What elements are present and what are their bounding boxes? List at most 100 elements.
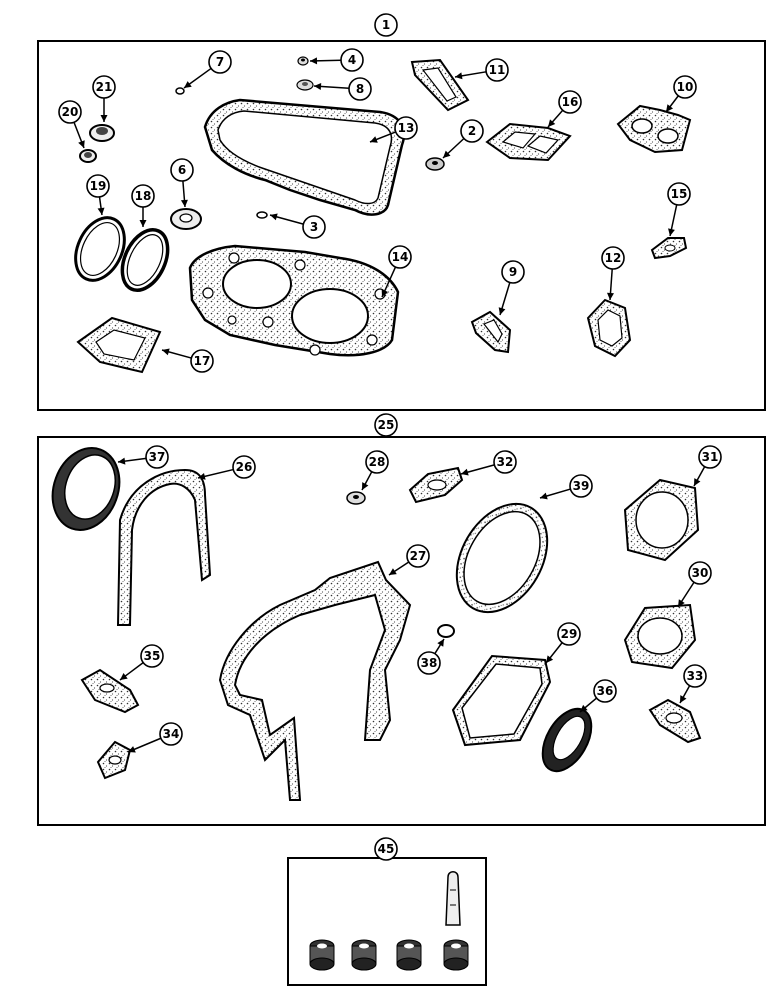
callout-circle xyxy=(698,445,722,469)
callout-36: 36 xyxy=(579,679,617,713)
arrow-head xyxy=(666,104,674,112)
callout-number: 29 xyxy=(561,627,578,641)
callout-circle xyxy=(493,450,517,474)
arrow-head xyxy=(184,81,192,88)
part-11-drawing xyxy=(410,58,470,112)
part-39-drawing xyxy=(455,502,549,614)
callout-circle xyxy=(417,651,441,675)
callout-32: 32 xyxy=(460,450,517,476)
arrow-head xyxy=(139,220,147,227)
arrow-head xyxy=(314,82,322,90)
part-34-drawing xyxy=(96,740,132,780)
callout-number: 32 xyxy=(497,455,514,469)
callout-circle xyxy=(673,75,697,99)
arrow-head xyxy=(694,478,701,486)
part-19-drawing xyxy=(74,216,126,282)
callout-number: 7 xyxy=(216,55,224,69)
callout-13: 13 xyxy=(369,116,418,143)
callout-37: 37 xyxy=(117,445,169,469)
part-2-drawing xyxy=(425,157,445,171)
callout-28: 28 xyxy=(361,450,389,491)
callout-19: 19 xyxy=(86,174,110,216)
callout-circle xyxy=(501,260,525,284)
callout-26: 26 xyxy=(197,455,256,480)
callout-number: 36 xyxy=(597,684,614,698)
arrow-head xyxy=(180,199,188,207)
callout-circle xyxy=(485,58,509,82)
part-35-drawing xyxy=(80,668,140,714)
callout-number: 1 xyxy=(382,18,390,32)
callout-number: 31 xyxy=(702,450,719,464)
part-4-drawing xyxy=(297,56,309,66)
part-16-drawing xyxy=(485,122,572,162)
part-17-drawing xyxy=(76,316,162,374)
arrow-head xyxy=(370,136,378,143)
arrow-head xyxy=(120,673,128,680)
callout-1: 1 xyxy=(374,13,398,37)
callout-circle xyxy=(365,450,389,474)
part-28-drawing xyxy=(346,491,366,505)
callout-circle xyxy=(460,119,484,143)
callout-circle xyxy=(569,474,593,498)
callout-circle xyxy=(374,413,398,437)
callout-number: 34 xyxy=(163,727,180,741)
callout-15: 15 xyxy=(667,182,691,237)
arrow-head xyxy=(97,207,105,215)
callout-number: 45 xyxy=(378,842,395,856)
part-12-drawing xyxy=(586,298,632,358)
arrow-head xyxy=(389,568,397,575)
arrow-head xyxy=(198,472,206,480)
part-31-drawing xyxy=(623,478,700,562)
callout-number: 8 xyxy=(356,82,364,96)
callout-circle xyxy=(688,561,712,585)
arrow-head xyxy=(437,639,444,647)
callout-31: 31 xyxy=(693,445,722,487)
part-38-drawing xyxy=(437,624,455,638)
arrow-head xyxy=(548,119,556,127)
callout-number: 37 xyxy=(149,450,166,464)
callout-circle xyxy=(667,182,691,206)
callout-34: 34 xyxy=(127,722,183,753)
callout-number: 28 xyxy=(369,455,386,469)
arrow-head xyxy=(162,348,170,356)
valve-seal-set xyxy=(309,939,469,971)
callout-number: 3 xyxy=(310,220,318,234)
callout-circle xyxy=(92,75,116,99)
callout-7: 7 xyxy=(183,50,232,89)
part-27-drawing xyxy=(218,560,412,801)
part-8-drawing xyxy=(296,79,314,91)
callout-45: 45 xyxy=(374,837,398,861)
part-37-drawing xyxy=(51,447,121,531)
callout-17: 17 xyxy=(161,348,214,373)
callout-33: 33 xyxy=(679,664,707,704)
arrow-head xyxy=(118,457,126,465)
callout-6: 6 xyxy=(170,158,194,208)
part-26-drawing xyxy=(116,468,212,626)
callout-circle xyxy=(374,837,398,861)
callout-circle xyxy=(601,246,625,270)
callout-18: 18 xyxy=(131,184,155,227)
callout-number: 19 xyxy=(90,179,107,193)
part-21-drawing xyxy=(89,124,115,142)
arrow-head xyxy=(680,695,687,703)
arrow-head xyxy=(310,57,318,65)
arrow-head xyxy=(270,213,278,221)
callout-number: 14 xyxy=(392,250,409,264)
callout-circle xyxy=(348,77,372,101)
arrow-head xyxy=(362,482,369,490)
callout-20: 20 xyxy=(58,100,85,149)
part-32-drawing xyxy=(408,466,464,504)
callout-circle xyxy=(145,445,169,469)
callout-circle xyxy=(232,455,256,479)
part-9-drawing xyxy=(470,310,512,354)
arrow-head xyxy=(381,289,389,297)
part-33-drawing xyxy=(648,698,702,744)
part-13-drawing xyxy=(203,98,406,216)
callout-circle xyxy=(558,90,582,114)
callout-number: 20 xyxy=(62,105,79,119)
callout-number: 35 xyxy=(144,649,161,663)
arrow-head xyxy=(607,292,614,300)
callout-number: 30 xyxy=(692,566,709,580)
part-3-drawing xyxy=(256,211,268,219)
callout-39: 39 xyxy=(539,474,593,500)
